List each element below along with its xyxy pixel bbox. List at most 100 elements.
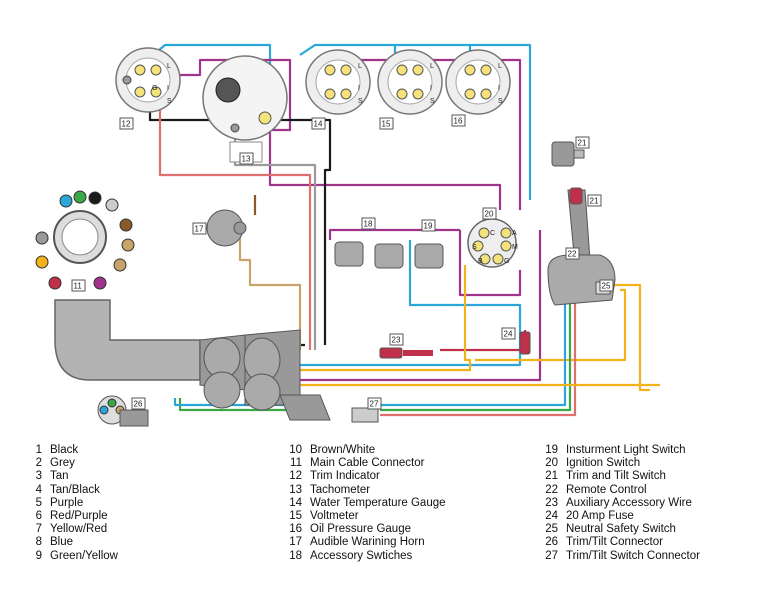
tag-21: 21 bbox=[578, 139, 587, 148]
legend-number: 11 bbox=[290, 457, 302, 470]
legend-text: Trim Indicator bbox=[310, 470, 380, 483]
pin-label-l: L bbox=[358, 63, 362, 70]
legend-text: Main Cable Connector bbox=[310, 457, 425, 470]
legend-text: Brown/White bbox=[310, 444, 376, 456]
tag-27: 27 bbox=[370, 400, 379, 409]
legend-number: 16 bbox=[289, 523, 302, 536]
gauge-14-water-temperature bbox=[305, 49, 371, 115]
wire-yellow-neutral bbox=[290, 265, 650, 392]
legend-row: 13 Tachometer bbox=[282, 484, 446, 497]
legend-row: 7 Yellow/Red bbox=[22, 523, 118, 536]
legend-row: 17 Audible Warining Horn bbox=[282, 536, 446, 549]
tag-25: 25 bbox=[602, 282, 611, 291]
wire-purple-bottom bbox=[300, 230, 542, 382]
wiring-diagram: L I S G L I S L I S L I S bbox=[35, 43, 660, 427]
tag-12: 12 bbox=[122, 120, 131, 129]
instrument-light-switch-19 bbox=[414, 243, 444, 269]
legend-row: 3 Tan bbox=[22, 470, 118, 483]
legend-text: Trim/Tilt Connector bbox=[566, 536, 663, 549]
legend-text: Water Temperature Gauge bbox=[310, 496, 446, 509]
gauge-13-tachometer bbox=[202, 55, 288, 163]
legend-number: 7 bbox=[35, 523, 42, 536]
legend-text: Grey bbox=[50, 457, 75, 470]
legend-number: 2 bbox=[35, 457, 42, 470]
wire-pink-trim bbox=[158, 95, 312, 350]
tag-22: 22 bbox=[568, 250, 577, 259]
pin-label-i: I bbox=[358, 85, 360, 92]
legend-row: 11 Main Cable Connector bbox=[282, 457, 446, 470]
legend-text: Insturment Light Switch bbox=[566, 444, 686, 456]
legend-number: 17 bbox=[289, 536, 302, 549]
pin-label-s: S bbox=[358, 98, 363, 105]
legend-number: 18 bbox=[289, 549, 302, 562]
legend-text: Remote Control bbox=[566, 483, 647, 496]
legend-number: 3 bbox=[35, 470, 42, 483]
gauge-15-voltmeter bbox=[377, 49, 443, 115]
tag-24: 24 bbox=[504, 330, 513, 339]
tag-14: 14 bbox=[314, 120, 323, 129]
legend-number: 14 bbox=[289, 496, 302, 509]
trim-tilt-switch-21 bbox=[551, 141, 585, 167]
legend-number: 26 bbox=[545, 536, 558, 549]
legend-text: Accessory Swtiches bbox=[310, 549, 413, 562]
pin-label-s: S bbox=[167, 98, 172, 105]
trim-tilt-switch-connector-27 bbox=[351, 407, 379, 423]
pin-label-m: M bbox=[512, 244, 518, 251]
legend-text: Yellow/Red bbox=[50, 523, 108, 536]
wire-green-trim bbox=[178, 300, 572, 412]
legend-text: Audible Warining Horn bbox=[310, 536, 425, 549]
legend-number: 9 bbox=[35, 549, 42, 562]
legend-text: Green/Yellow bbox=[50, 549, 118, 562]
pin-label-b: B bbox=[478, 258, 483, 265]
legend-text: Tan bbox=[50, 470, 69, 483]
wire-blue-lower bbox=[290, 240, 522, 367]
legend-number: 4 bbox=[35, 483, 42, 496]
legend-row: 2 Grey bbox=[22, 457, 118, 470]
pin-label-s: S bbox=[498, 98, 503, 105]
legend-number: 10 bbox=[289, 444, 302, 456]
tag-20: 20 bbox=[485, 210, 494, 219]
legend-text: Ignition Switch bbox=[566, 457, 641, 470]
tag-11: 11 bbox=[74, 282, 83, 291]
pin-label-l: L bbox=[498, 63, 502, 70]
legend-text: Oil Pressure Gauge bbox=[310, 523, 411, 536]
tag-17: 17 bbox=[195, 225, 204, 234]
gauge-12-trim-indicator bbox=[115, 47, 181, 113]
legend-text: Trim and Tilt Switch bbox=[566, 470, 666, 483]
legend-row: 27 Trim/Tilt Switch Connector bbox=[538, 550, 700, 563]
legend-number: 27 bbox=[545, 549, 558, 562]
legend-text: Trim/Tilt Switch Connector bbox=[566, 549, 700, 562]
tag-19: 19 bbox=[424, 222, 433, 231]
legend-row: 16 Oil Pressure Gauge bbox=[282, 523, 446, 536]
tag-26: 26 bbox=[134, 400, 143, 409]
legend-text: Red/Purple bbox=[50, 510, 108, 523]
tag-21: 21 bbox=[590, 197, 599, 206]
legend-number: 13 bbox=[289, 483, 302, 496]
pin-label-a: A bbox=[512, 230, 517, 237]
legend-number: 5 bbox=[35, 496, 42, 509]
legend-text: Black bbox=[50, 444, 79, 456]
wire-purple-mid bbox=[268, 100, 502, 210]
gauge-16-oil-pressure bbox=[445, 49, 511, 115]
wire-tan-horn bbox=[238, 230, 302, 350]
legend-text: Auxiliary Accessory Wire bbox=[566, 496, 692, 509]
pin-label-s: S bbox=[430, 98, 435, 105]
component-tags: 12 13 14 15 16 17 18 19 20 21 21 22 23 2… bbox=[71, 114, 614, 410]
legend-row: 14 Water Temperature Gauge bbox=[282, 496, 446, 510]
wire-pink-trim-lower bbox=[380, 300, 577, 417]
legend-text: Tachometer bbox=[310, 483, 371, 496]
pin-label-i: I bbox=[430, 85, 432, 92]
